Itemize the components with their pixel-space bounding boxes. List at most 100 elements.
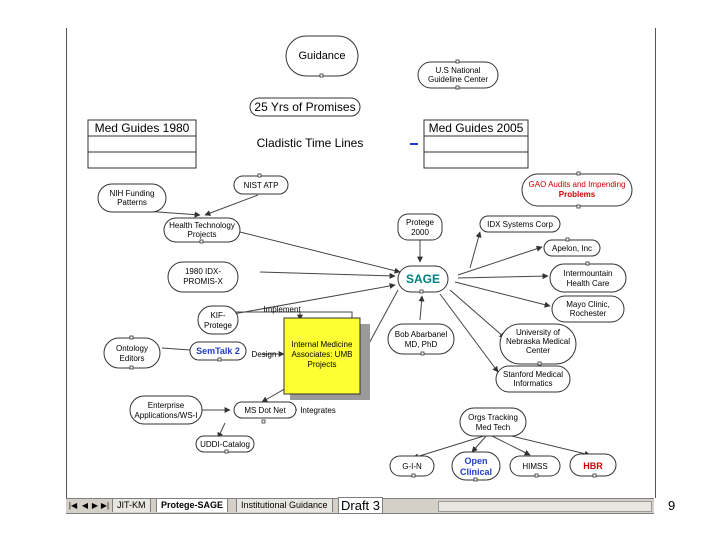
label-orgs-1: Orgs Tracking — [468, 413, 518, 422]
label-gin: G-I-N — [402, 462, 422, 471]
label-kif-1: KIF- — [210, 311, 225, 320]
label-ima-1: Internal Medicine — [292, 340, 353, 349]
label-openclinical-1: Open — [464, 456, 487, 466]
label-protege2000-2: 2000 — [411, 228, 429, 237]
node-enterprise — [129, 395, 203, 425]
node-idxpromis — [167, 261, 239, 293]
list-rows — [88, 135, 528, 153]
label-gao-1: GAO Audits and Impending — [529, 180, 626, 189]
label-ima-3: Projects — [308, 360, 337, 369]
label-hbr: HBR — [583, 461, 603, 471]
next-sheet-icon[interactable]: ▶ — [91, 501, 99, 510]
label-ima-2: Associates: UMB — [292, 350, 353, 359]
node-med1980 — [87, 119, 197, 169]
label-msdotnet: MS Dot Net — [244, 406, 286, 415]
label-mayo-2: Rochester — [570, 309, 607, 318]
label-idxpromis-2: PROMIS-X — [183, 277, 223, 286]
edge — [454, 281, 551, 308]
label-med2005: Med Guides 2005 — [429, 121, 524, 135]
label-orgs-2: Med Tech — [476, 423, 511, 432]
node-apelon — [543, 239, 601, 257]
node-nih — [97, 183, 167, 213]
label-enterprise-2: Applications/WS-I — [134, 411, 197, 420]
label-intermountain-1: Intermountain — [564, 269, 613, 278]
label-mayo-1: Mayo Clinic, — [566, 300, 610, 309]
edge — [457, 273, 549, 280]
label-design: Design — [252, 350, 277, 359]
label-med1980: Med Guides 1980 — [95, 121, 190, 135]
node-orgs — [459, 407, 527, 437]
label-bob-2: MD, PhD — [405, 340, 438, 349]
edge — [418, 295, 425, 321]
label-idxpromis-1: 1980 IDX- — [185, 267, 221, 276]
horizontal-scrollbar[interactable] — [438, 501, 652, 512]
edge — [161, 347, 191, 351]
node-protege2000 — [397, 213, 443, 241]
label-himss: HIMSS — [522, 462, 547, 471]
edge — [439, 293, 499, 373]
node-shapes — [87, 35, 633, 481]
edge — [471, 434, 488, 453]
prev-sheet-icon[interactable]: ◀ — [81, 501, 89, 510]
tab-protege-sage[interactable]: Protege-SAGE — [156, 499, 229, 512]
edge — [457, 245, 543, 276]
node-msdotnet — [233, 401, 297, 419]
edge — [469, 231, 482, 269]
node-bob — [387, 323, 455, 355]
label-nebraska-1: University of — [516, 328, 561, 337]
draft-label: Draft 3 — [338, 497, 384, 514]
label-openclinical-2: Clinical — [460, 467, 492, 477]
label-htp-2: Projects — [188, 230, 217, 239]
edge — [489, 434, 531, 456]
edge — [204, 194, 259, 216]
handle-markers — [129, 59, 597, 482]
label-implement: Implement — [263, 305, 301, 314]
label-gao-2: Problems — [559, 190, 596, 199]
label-apelon: Apelon, Inc — [552, 244, 592, 253]
label-ontology-1: Ontology — [116, 344, 148, 353]
label-bob-1: Bob Abarbanel — [395, 330, 448, 339]
label-protege2000-1: Protege — [406, 218, 435, 227]
tab-jit-km[interactable]: JIT-KM — [112, 499, 151, 512]
label-nebraska-2: Nebraska Medical — [506, 337, 570, 346]
label-guidance: Guidance — [298, 50, 345, 62]
sheet-tab-bar: |◀ ◀ ▶ ▶| JIT-KM Protege-SAGE Institutio… — [66, 497, 654, 514]
label-cladistic: Cladistic Time Lines — [257, 136, 364, 150]
label-nih-1: NIH Funding — [110, 189, 155, 198]
label-enterprise-1: Enterprise — [148, 401, 185, 410]
label-sage: SAGE — [406, 272, 440, 286]
label-promises: 25 Yrs of Promises — [254, 100, 355, 114]
label-kif-2: Protege — [204, 321, 233, 330]
node-idx — [479, 215, 561, 233]
label-us-national-2: Guideline Center — [428, 75, 488, 84]
label-nebraska-3: Center — [526, 346, 550, 355]
edge — [412, 434, 488, 460]
label-htp-1: Health Technology — [169, 221, 235, 230]
node-med2005 — [423, 119, 529, 169]
label-ontology-2: Editors — [120, 354, 145, 363]
last-sheet-icon[interactable]: ▶| — [100, 501, 110, 510]
node-kif — [197, 305, 239, 335]
label-integrates: Integrates — [300, 406, 336, 415]
node-ontology — [103, 337, 161, 369]
label-stanford-1: Stanford Medical — [503, 370, 563, 379]
node-mayo — [551, 295, 625, 323]
tab-institutional-guidance[interactable]: Institutional Guidance — [236, 499, 333, 512]
node-ima — [283, 317, 361, 395]
node-stanford — [495, 365, 571, 393]
label-nist: NIST ATP — [244, 181, 279, 190]
edge — [449, 289, 506, 339]
label-stanford-2: Informatics — [513, 379, 552, 388]
node-promises — [249, 97, 361, 117]
label-intermountain-2: Health Care — [567, 279, 610, 288]
label-uddi: UDDI-Catalog — [200, 440, 250, 449]
label-nih-2: Patterns — [117, 198, 147, 207]
page-number: 9 — [668, 498, 676, 513]
edge — [239, 231, 401, 274]
label-idx: IDX Systems Corp — [487, 220, 553, 229]
label-semtalk: SemTalk 2 — [196, 346, 240, 356]
edge — [259, 271, 396, 279]
label-us-national-1: U.S National — [436, 66, 481, 75]
first-sheet-icon[interactable]: |◀ — [68, 501, 78, 510]
